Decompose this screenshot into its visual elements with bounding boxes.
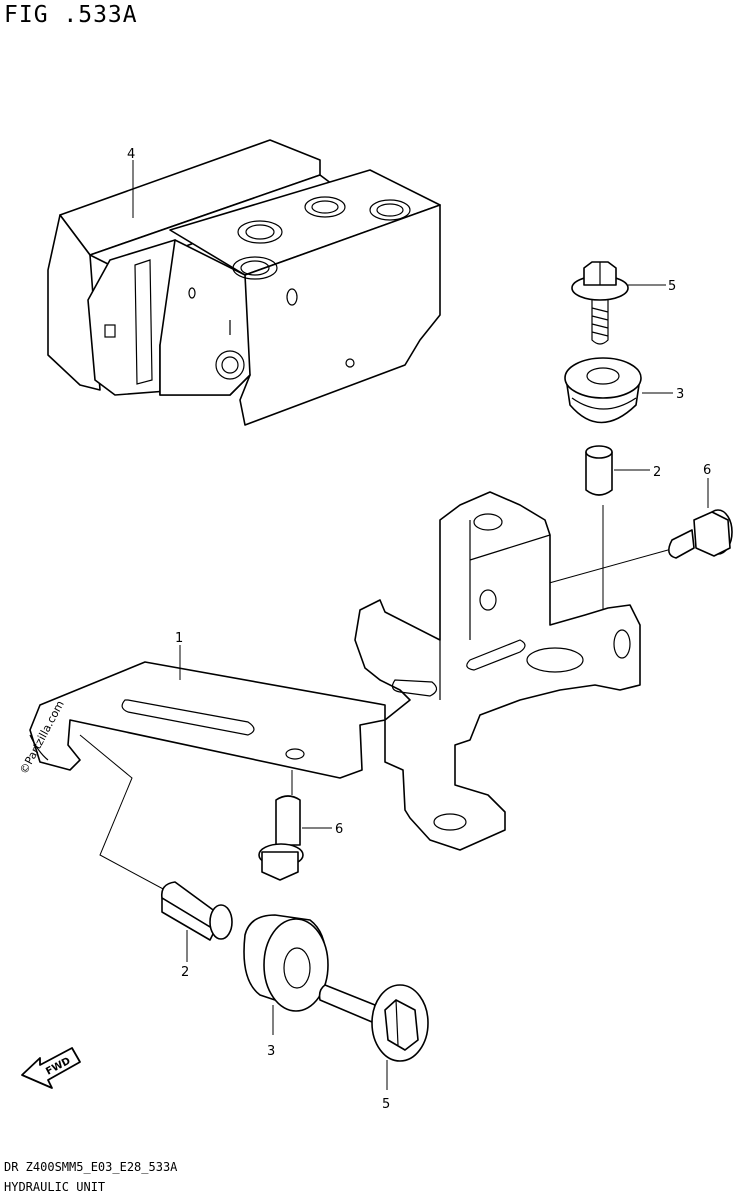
- callout-5-bottom: 5: [382, 1097, 390, 1112]
- bolt-top-part[interactable]: [571, 261, 629, 345]
- callout-3-top: 3: [676, 387, 684, 402]
- mount-line-lower: [79, 734, 166, 891]
- callout-5-top: 5: [668, 279, 676, 294]
- fwd-arrow-icon: FWD: [21, 1047, 81, 1089]
- section-name: HYDRAULIC UNIT: [4, 1180, 106, 1194]
- hydraulic-unit-part[interactable]: [47, 139, 441, 426]
- collar-bottom-part[interactable]: [160, 881, 233, 941]
- callout-2-top: 2: [653, 465, 661, 480]
- callout-2-bottom: 2: [181, 965, 189, 980]
- grommet-bottom-part[interactable]: [243, 914, 329, 1012]
- callout-6-right: 6: [703, 463, 711, 478]
- bracket-part[interactable]: [29, 491, 641, 851]
- callout-1: 1: [175, 631, 183, 646]
- callout-4: 4: [127, 147, 135, 162]
- collar-top-part[interactable]: [585, 445, 613, 496]
- callout-3-bottom: 3: [267, 1044, 275, 1059]
- callout-6-center: 6: [335, 822, 343, 837]
- grommet-top-part[interactable]: [564, 357, 642, 424]
- figure-title: FIG .533A: [4, 2, 138, 28]
- bolt-right-part[interactable]: [668, 509, 733, 559]
- diagram-code: DR Z400SMM5_E03_E28_533A: [4, 1160, 178, 1174]
- bolt-bottom-part[interactable]: [318, 984, 429, 1062]
- bolt-center-part[interactable]: [258, 795, 304, 881]
